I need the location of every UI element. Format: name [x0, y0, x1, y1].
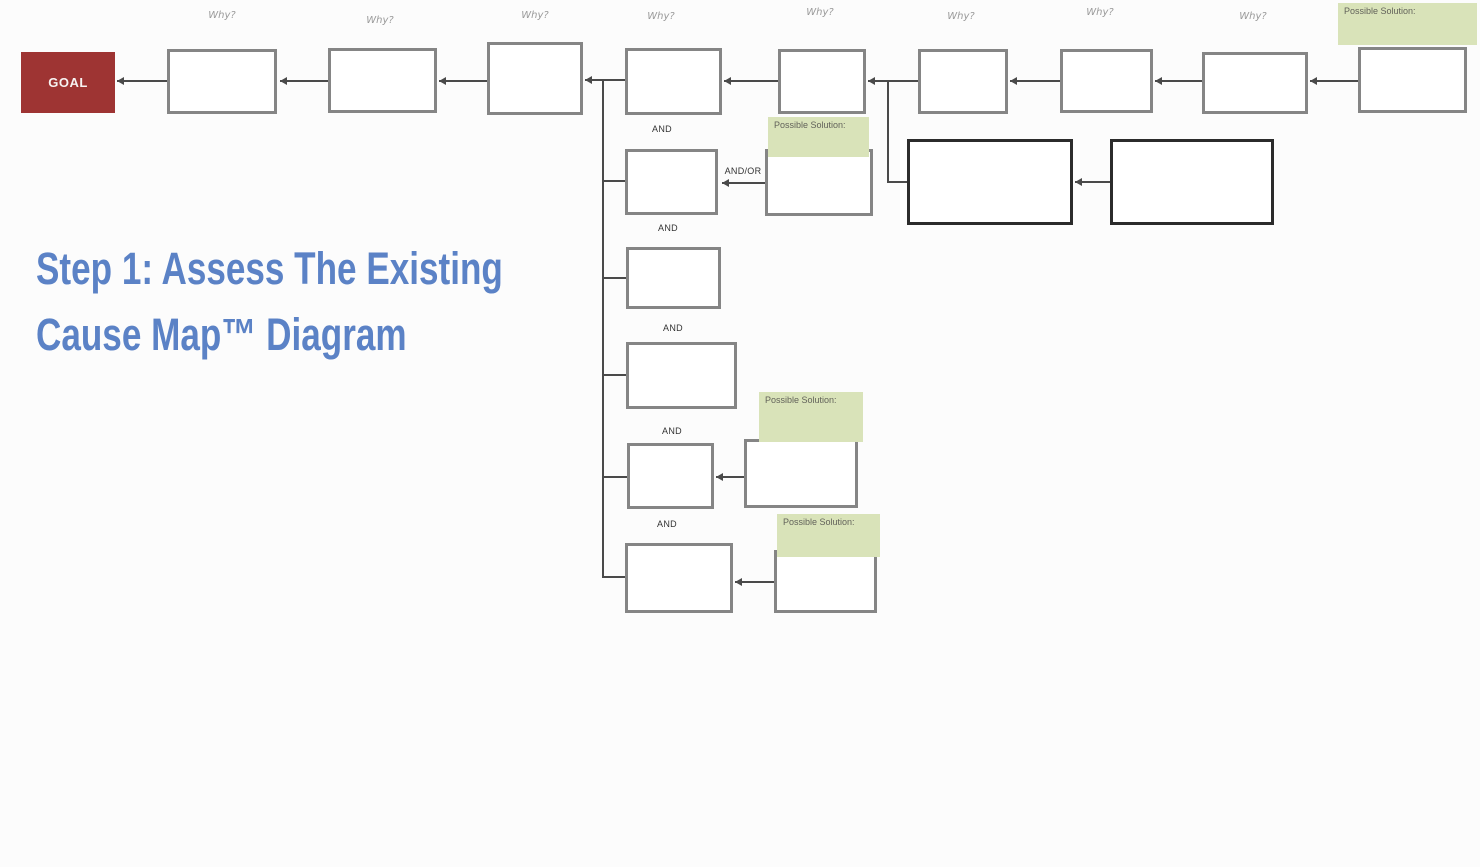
connector-line [602, 476, 627, 478]
why-label: Why? [366, 15, 394, 26]
why-label: Why? [1239, 11, 1267, 22]
connector-arrow [735, 578, 774, 586]
cause-box [627, 443, 714, 509]
title-line-2: Cause Map™ Diagram [36, 309, 407, 360]
cause-box [1202, 52, 1308, 114]
connector-arrow [722, 179, 765, 187]
possible-solution-note: Possible Solution: [777, 514, 880, 557]
and-label: AND [662, 426, 682, 436]
goal-box: GOAL [21, 52, 115, 113]
cause-box [167, 49, 277, 114]
connector-line [602, 374, 626, 376]
goal-label: GOAL [48, 75, 88, 90]
connector-arrow [585, 76, 625, 84]
emphasis-cause-box [907, 139, 1073, 225]
connector-line [602, 180, 625, 182]
connector-line [602, 79, 604, 578]
connector-arrow [1155, 77, 1202, 85]
cause-box [744, 439, 858, 508]
page-title: Step 1: Assess The Existing Cause Map™ D… [36, 236, 503, 368]
cause-box [626, 247, 721, 309]
cause-box [1358, 47, 1467, 113]
connector-arrow [280, 77, 328, 85]
why-label: Why? [208, 10, 236, 21]
connector-arrow [1075, 178, 1110, 186]
possible-solution-note: Possible Solution: [1338, 3, 1477, 45]
cause-box [778, 49, 866, 114]
cause-box [1060, 49, 1153, 113]
and-label: AND [658, 223, 678, 233]
connector-arrow [868, 77, 918, 85]
possible-solution-note: Possible Solution: [759, 392, 863, 442]
connector-arrow [716, 473, 744, 481]
cause-box [625, 48, 722, 115]
cause-box [625, 543, 733, 613]
cause-box [625, 149, 718, 215]
cause-box [487, 42, 583, 115]
connector-line [602, 576, 625, 578]
cause-box [328, 48, 437, 113]
and-label: AND [657, 519, 677, 529]
title-line-1: Step 1: Assess The Existing [36, 243, 503, 294]
and-label: AND [663, 323, 683, 333]
why-label: Why? [647, 11, 675, 22]
possible-solution-label: Possible Solution: [1344, 6, 1416, 16]
why-label: Why? [521, 10, 549, 21]
possible-solution-note: Possible Solution: [768, 117, 869, 157]
cause-box [765, 149, 873, 216]
cause-box [774, 550, 877, 613]
cause-box [626, 342, 737, 409]
possible-solution-label: Possible Solution: [783, 517, 855, 527]
connector-arrow [724, 77, 778, 85]
connector-arrow [1310, 77, 1358, 85]
possible-solution-label: Possible Solution: [765, 395, 837, 405]
connector-arrow [439, 77, 487, 85]
connector-arrow [1010, 77, 1060, 85]
connector-line [602, 277, 626, 279]
cause-box [918, 49, 1008, 114]
why-label: Why? [947, 11, 975, 22]
connector-line [887, 181, 907, 183]
connector-line [887, 81, 889, 183]
and-or-label: AND/OR [724, 166, 762, 176]
why-label: Why? [1086, 7, 1114, 18]
emphasis-cause-box [1110, 139, 1274, 225]
and-label: AND [652, 124, 672, 134]
possible-solution-label: Possible Solution: [774, 120, 846, 130]
connector-arrow [117, 77, 167, 85]
why-label: Why? [806, 7, 834, 18]
